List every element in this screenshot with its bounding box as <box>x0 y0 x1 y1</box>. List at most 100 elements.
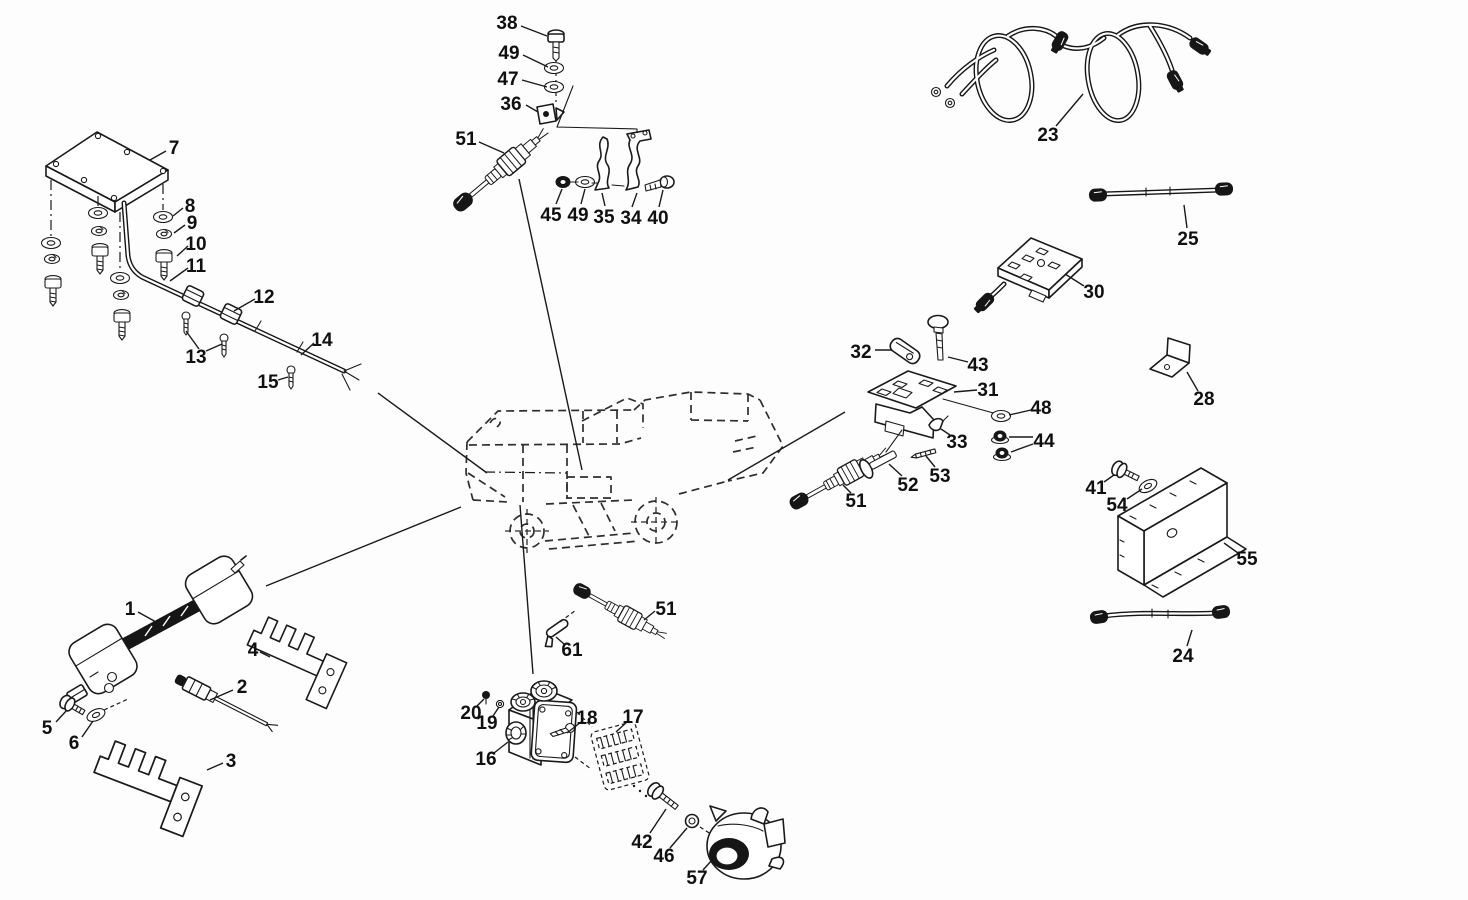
leader-line-3 <box>206 762 224 771</box>
leader-line-15 <box>277 376 289 381</box>
leader-line-35 <box>601 192 606 207</box>
part-4-comb-bracket <box>235 613 352 710</box>
part-callout-28: 28 <box>1193 389 1214 410</box>
part-callout-14: 14 <box>311 330 333 351</box>
part-callout-36: 36 <box>500 94 521 115</box>
part-40-bolt <box>644 175 675 192</box>
part-callout-38: 38 <box>496 13 517 34</box>
part-callout-57: 57 <box>686 868 707 889</box>
leader-line-49-top <box>522 54 549 68</box>
part-callout-43: 43 <box>967 355 988 376</box>
part-callout-8: 8 <box>185 196 196 217</box>
ribbed-knob <box>505 721 527 745</box>
part-41-bolt <box>1111 460 1140 482</box>
part-callout-61: 61 <box>561 640 583 661</box>
part-callout-49-mid: 49 <box>567 205 588 226</box>
part-7-cover-plate <box>45 131 169 213</box>
leader-line-53 <box>925 455 936 468</box>
part-callout-48: 48 <box>1030 398 1051 419</box>
leader-line-24 <box>1186 629 1193 647</box>
part-callout-4: 4 <box>248 640 259 661</box>
leader-line-44 <box>1010 443 1034 453</box>
part-callout-3: 3 <box>226 751 237 772</box>
part-callout-54: 54 <box>1106 495 1128 516</box>
part-callout-46: 46 <box>653 846 674 867</box>
part-48-washer <box>990 409 1012 423</box>
part-16-junction-box <box>505 680 578 766</box>
part-46-nut <box>684 813 700 829</box>
part-18-screw <box>549 722 576 738</box>
part-callout-51-right: 51 <box>845 491 867 512</box>
part-callout-51-top: 51 <box>455 129 477 150</box>
part-36-bracket <box>536 85 638 136</box>
leader-line-54 <box>1126 488 1143 500</box>
leader-line-48 <box>1008 409 1032 416</box>
leader-line-41 <box>1103 474 1115 483</box>
assembly-axis-dash <box>699 826 721 841</box>
part-54-washer <box>1136 476 1160 496</box>
leader-line-19 <box>492 706 500 717</box>
part-28-angle-bracket <box>1149 337 1191 378</box>
part-callout-16: 16 <box>475 749 496 770</box>
part-61-clip-pin <box>544 609 577 648</box>
part-33-clip <box>928 415 949 432</box>
part-callout-53: 53 <box>929 466 950 487</box>
clamp-fastener-row <box>555 129 675 192</box>
part-callout-49-top: 49 <box>498 43 519 64</box>
leader-line-8 <box>172 207 184 217</box>
part-6-washer <box>84 705 108 725</box>
part-callout-12: 12 <box>253 287 274 308</box>
leader-line-9 <box>173 224 186 234</box>
leader-line-10 <box>176 245 189 257</box>
part-callout-41: 41 <box>1085 478 1107 499</box>
part-52-plunger-pin <box>858 450 897 479</box>
part-callout-18: 18 <box>576 708 597 729</box>
part-callout-47: 47 <box>497 69 518 90</box>
part-25-cable <box>1088 181 1234 203</box>
leader-line-42 <box>649 808 667 834</box>
part-callout-30: 30 <box>1083 282 1104 303</box>
leader-line-51-right <box>842 484 852 494</box>
part-callout-11: 11 <box>186 256 207 277</box>
part-35-clamp <box>594 136 610 191</box>
part-callout-9: 9 <box>187 213 198 234</box>
leader-line-6 <box>81 720 94 738</box>
part-callout-34: 34 <box>620 208 642 229</box>
leader-line-33 <box>940 428 951 436</box>
leader-line-2 <box>209 689 234 701</box>
part-24-cable <box>1088 603 1232 626</box>
leader-line-25 <box>1183 204 1188 229</box>
part-32-clamp <box>889 337 921 365</box>
part-callout-24: 24 <box>1172 646 1194 667</box>
part-42-bolt <box>646 782 679 810</box>
part-2-sensor-probe <box>174 674 279 733</box>
leader-line-38 <box>520 25 548 37</box>
part-34-clamp <box>625 129 652 191</box>
leader-line-4 <box>259 651 271 658</box>
leader-line-31 <box>953 389 978 393</box>
leader-line-43 <box>947 356 969 363</box>
leader-line-57 <box>702 859 713 871</box>
part-23-wiring-harness <box>930 22 1214 124</box>
part-47-washer <box>543 80 565 94</box>
connector-vehicle-to-actuator-group <box>265 506 462 587</box>
part-callout-13: 13 <box>185 347 206 368</box>
leader-line-30 <box>1064 273 1085 287</box>
part-callout-6: 6 <box>69 733 80 754</box>
part-19-nut <box>495 699 505 709</box>
leader-line-47 <box>521 79 548 88</box>
part-53-set-screw <box>910 448 937 459</box>
part-callout-45: 45 <box>540 205 562 226</box>
part-1-actuator <box>66 555 254 704</box>
leader-line-55 <box>1223 542 1239 554</box>
leader-line-52 <box>888 463 903 477</box>
part-30-switch-plate <box>971 237 1083 316</box>
part-callout-1: 1 <box>125 599 136 620</box>
leader-line-7 <box>149 150 167 161</box>
part-51-cable-switch-right <box>785 442 894 515</box>
part-55-channel-bracket <box>1117 467 1247 598</box>
part-15-screw <box>286 365 296 390</box>
